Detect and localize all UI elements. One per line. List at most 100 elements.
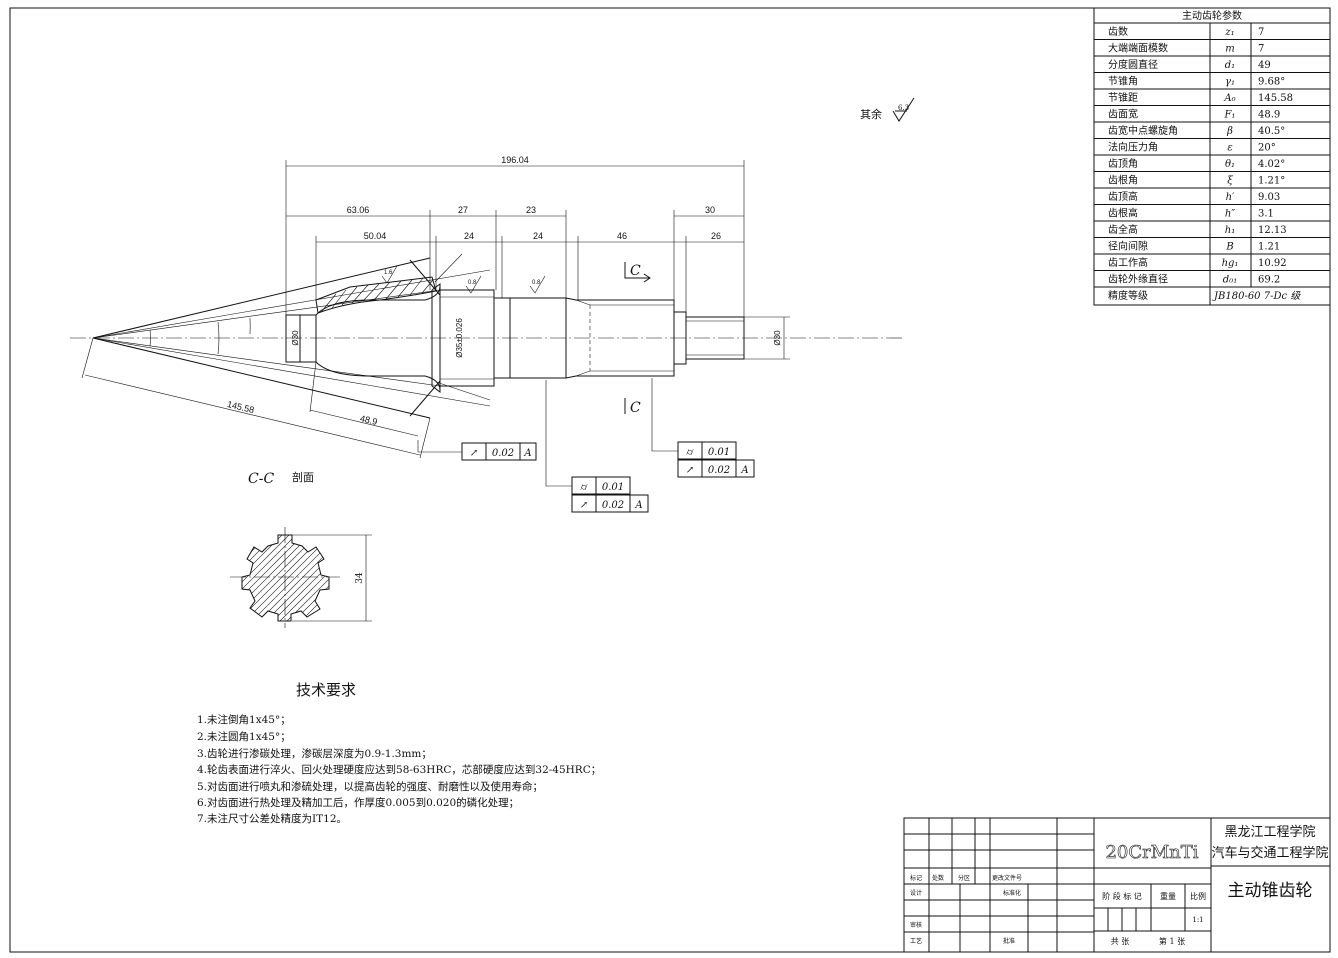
- dim-24a: 24: [464, 231, 474, 241]
- svg-text:↗: ↗: [470, 448, 478, 459]
- param-symbol: d₁: [1225, 60, 1235, 71]
- param-name: 齿顶高: [1108, 190, 1138, 203]
- requirement-7: 7.未注尺寸公差处精度为IT12。: [197, 813, 348, 825]
- dim-dia-head: Ø30: [291, 330, 300, 346]
- param-symbol: ξ: [1227, 176, 1233, 187]
- dim-dia-collar: Ø35±0.026: [455, 318, 464, 358]
- param-symbol: β: [1226, 126, 1233, 137]
- dim-63: 63.06: [347, 205, 370, 215]
- section-view: C-C 剖面 34: [230, 470, 372, 628]
- svg-text:阶 段 标 记: 阶 段 标 记: [1102, 891, 1142, 901]
- svg-text:C: C: [630, 400, 641, 416]
- svg-text:审核: 审核: [910, 921, 922, 929]
- svg-text:工艺: 工艺: [910, 937, 922, 945]
- param-symbol: hg₁: [1222, 258, 1239, 269]
- param-value: 4.02°: [1258, 159, 1285, 170]
- param-row: 齿根高 h″ 3.1: [1108, 207, 1274, 220]
- param-value: 69.2: [1258, 275, 1280, 286]
- svg-text:0.01: 0.01: [708, 447, 730, 458]
- param-value: 3.1: [1258, 209, 1274, 220]
- tolerance-frame-2: ⌭ 0.01: [571, 476, 631, 495]
- title-block: 20CrMnTi 黑龙江工程学院 汽车与交通工程学院 主动锥齿轮 标记 处数 分…: [903, 817, 1331, 953]
- svg-text:0.02: 0.02: [602, 500, 624, 511]
- param-value: JB180-60 7-Dc 级: [1212, 290, 1301, 302]
- section-mark-top: C: [624, 262, 651, 283]
- svg-text:⌭: ⌭: [686, 447, 694, 458]
- param-name: 齿根高: [1108, 207, 1138, 220]
- svg-text:0.8: 0.8: [468, 280, 477, 286]
- svg-text:更改文件号: 更改文件号: [992, 874, 1022, 882]
- section-caption-2: 剖面: [292, 470, 314, 484]
- param-symbol: m: [1225, 44, 1234, 55]
- param-name: 齿轮外缘直径: [1108, 273, 1168, 286]
- spline-section-shape: [241, 534, 330, 622]
- surface-roughness-note: 其余 6.3: [860, 97, 915, 122]
- param-value: 7: [1258, 27, 1264, 38]
- param-symbol: γ₁: [1225, 77, 1235, 88]
- tolerance-frame-1: ↗ 0.02 A: [461, 442, 537, 461]
- tolerance-frames: ↗ 0.02 A ⌭ 0.01 ↗ 0.02 A ⌭ 0.01: [417, 378, 755, 513]
- drawing-frame: [9, 7, 1331, 953]
- param-table-title: 主动齿轮参数: [1182, 9, 1242, 22]
- svg-text:0.02: 0.02: [708, 465, 730, 476]
- param-name: 大端端面模数: [1108, 42, 1168, 55]
- svg-text:处数: 处数: [932, 874, 944, 882]
- param-row: 齿轮外缘直径 d₀₁ 69.2: [1108, 273, 1280, 286]
- requirement-4: 4.轮齿表面进行淬火、回火处理硬度应达到58-63HRC，芯部硬度应达到32-4…: [197, 764, 602, 776]
- param-symbol: B: [1225, 242, 1233, 253]
- param-name: 法向压力角: [1108, 141, 1158, 154]
- svg-text:共 张: 共 张: [1111, 937, 1130, 946]
- tooth-section-hatch: [315, 276, 437, 314]
- svg-text:1:1: 1:1: [1192, 916, 1203, 924]
- param-name: 齿面宽: [1108, 108, 1138, 121]
- tolerance-frame-4: ⌭ 0.01: [677, 441, 737, 460]
- param-symbol: h′: [1226, 192, 1235, 203]
- dim-23: 23: [526, 205, 536, 215]
- svg-text:↗: ↗: [686, 465, 694, 476]
- param-value: 48.9: [1258, 110, 1280, 121]
- dim-26: 26: [711, 231, 721, 241]
- param-symbol: h″: [1225, 209, 1235, 220]
- dim-face-width: 48.9: [359, 413, 378, 427]
- param-name: 分度圆直径: [1108, 58, 1158, 71]
- roughness-symbol-icon: [892, 97, 915, 122]
- tb-material: 20CrMnTi: [1105, 842, 1198, 863]
- svg-text:A: A: [523, 448, 531, 459]
- svg-text:比例: 比例: [1190, 891, 1206, 901]
- param-row: 齿面宽 F₁ 48.9: [1108, 108, 1280, 121]
- roughness-label: 其余: [860, 107, 882, 121]
- param-symbol: ε: [1227, 143, 1232, 154]
- svg-text:1.6: 1.6: [384, 270, 393, 276]
- param-value: 40.5°: [1258, 126, 1285, 137]
- param-value: 9.68°: [1258, 77, 1285, 88]
- dim-27: 27: [458, 205, 468, 215]
- svg-text:设计: 设计: [910, 889, 922, 897]
- svg-text:批准: 批准: [1003, 937, 1015, 945]
- svg-text:⌭: ⌭: [580, 482, 588, 493]
- svg-text:标记: 标记: [910, 874, 922, 882]
- svg-text:0.01: 0.01: [602, 482, 624, 493]
- param-name: 齿工作高: [1108, 256, 1148, 269]
- param-symbol: d₀₁: [1223, 275, 1237, 286]
- dim-24b: 24: [533, 231, 543, 241]
- param-name: 节锥距: [1108, 92, 1138, 104]
- dim-30: 30: [705, 205, 715, 215]
- param-name: 精度等级: [1108, 289, 1148, 302]
- param-name: 齿全高: [1108, 223, 1138, 236]
- dim-dia-end: Ø30: [773, 330, 782, 346]
- tb-dept: 汽车与交通工程学院: [1211, 845, 1328, 861]
- param-row: 法向压力角 ε 20°: [1108, 141, 1276, 154]
- param-value: 20°: [1258, 143, 1276, 154]
- roughness-value: 6.3: [898, 104, 909, 112]
- dimension-set: 196.04 63.06 27 23 30 50.04 24 24 46 26 …: [81, 155, 790, 459]
- param-symbol: F₁: [1224, 110, 1236, 121]
- param-symbol: z₁: [1224, 27, 1234, 38]
